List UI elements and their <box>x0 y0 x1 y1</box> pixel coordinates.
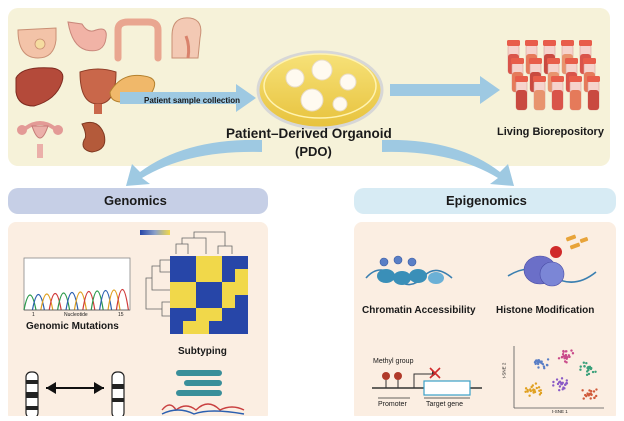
genomics-header: Genomics <box>104 193 167 208</box>
sample-collection-label: Patient sample collection <box>144 96 241 105</box>
liver-icon <box>15 67 64 107</box>
arrow-to-biorepository <box>390 76 500 104</box>
trace-axis-mid: Nucleotide <box>64 312 88 318</box>
uterus-icon <box>17 121 63 158</box>
tsne-scatter-icon <box>513 346 604 409</box>
breast-icon <box>17 27 57 59</box>
bladder-icon <box>79 68 117 114</box>
organoid-abbrev: (PDO) <box>295 144 332 159</box>
trace-axis-end: 15 <box>118 312 124 318</box>
tsne-y-label: t-SNE 2 <box>501 362 507 379</box>
head-throat-icon <box>171 17 202 59</box>
methylation-icon <box>372 367 482 399</box>
genomics-header-bar <box>8 188 268 214</box>
promoter-label: Promoter <box>378 401 407 408</box>
copy-number-icon <box>161 370 245 415</box>
epigenomics-panel <box>354 222 616 421</box>
biorepository-tubes-icon <box>507 40 600 111</box>
tsne-x-label: t-SNE 1 <box>552 409 568 414</box>
epigenomics-header-bar <box>354 188 616 214</box>
chromosome-translocation-icon <box>25 371 125 419</box>
subtyping-heatmap <box>140 230 248 334</box>
sanger-trace-icon <box>23 257 131 311</box>
trace-axis-start: 1 <box>32 312 35 318</box>
target-gene-label: Target gene <box>426 401 463 408</box>
arrow-to-organoid <box>120 84 256 112</box>
organoid-dish-icon <box>256 50 384 130</box>
epigenomics-header: Epigenomics <box>446 193 527 208</box>
biorepository-label: Living Biorepository <box>497 126 604 138</box>
colon-icon <box>114 18 162 62</box>
histone-label: Histone Modification <box>496 305 595 316</box>
subtyping-label: Subtyping <box>178 346 227 357</box>
chromatin-label: Chromatin Accessibility <box>362 305 476 316</box>
chromatin-icon <box>365 255 453 286</box>
kidney-icon <box>81 121 106 153</box>
organoid-title: Patient–Derived Organoid <box>226 126 392 141</box>
histone-icon <box>507 234 597 287</box>
arrow-to-epigenomics <box>382 139 514 186</box>
methyl-group-label: Methyl group <box>373 358 414 365</box>
arrow-to-genomics <box>126 139 262 186</box>
genomic-mutations-label: Genomic Mutations <box>26 321 119 332</box>
stomach-icon <box>67 21 107 52</box>
